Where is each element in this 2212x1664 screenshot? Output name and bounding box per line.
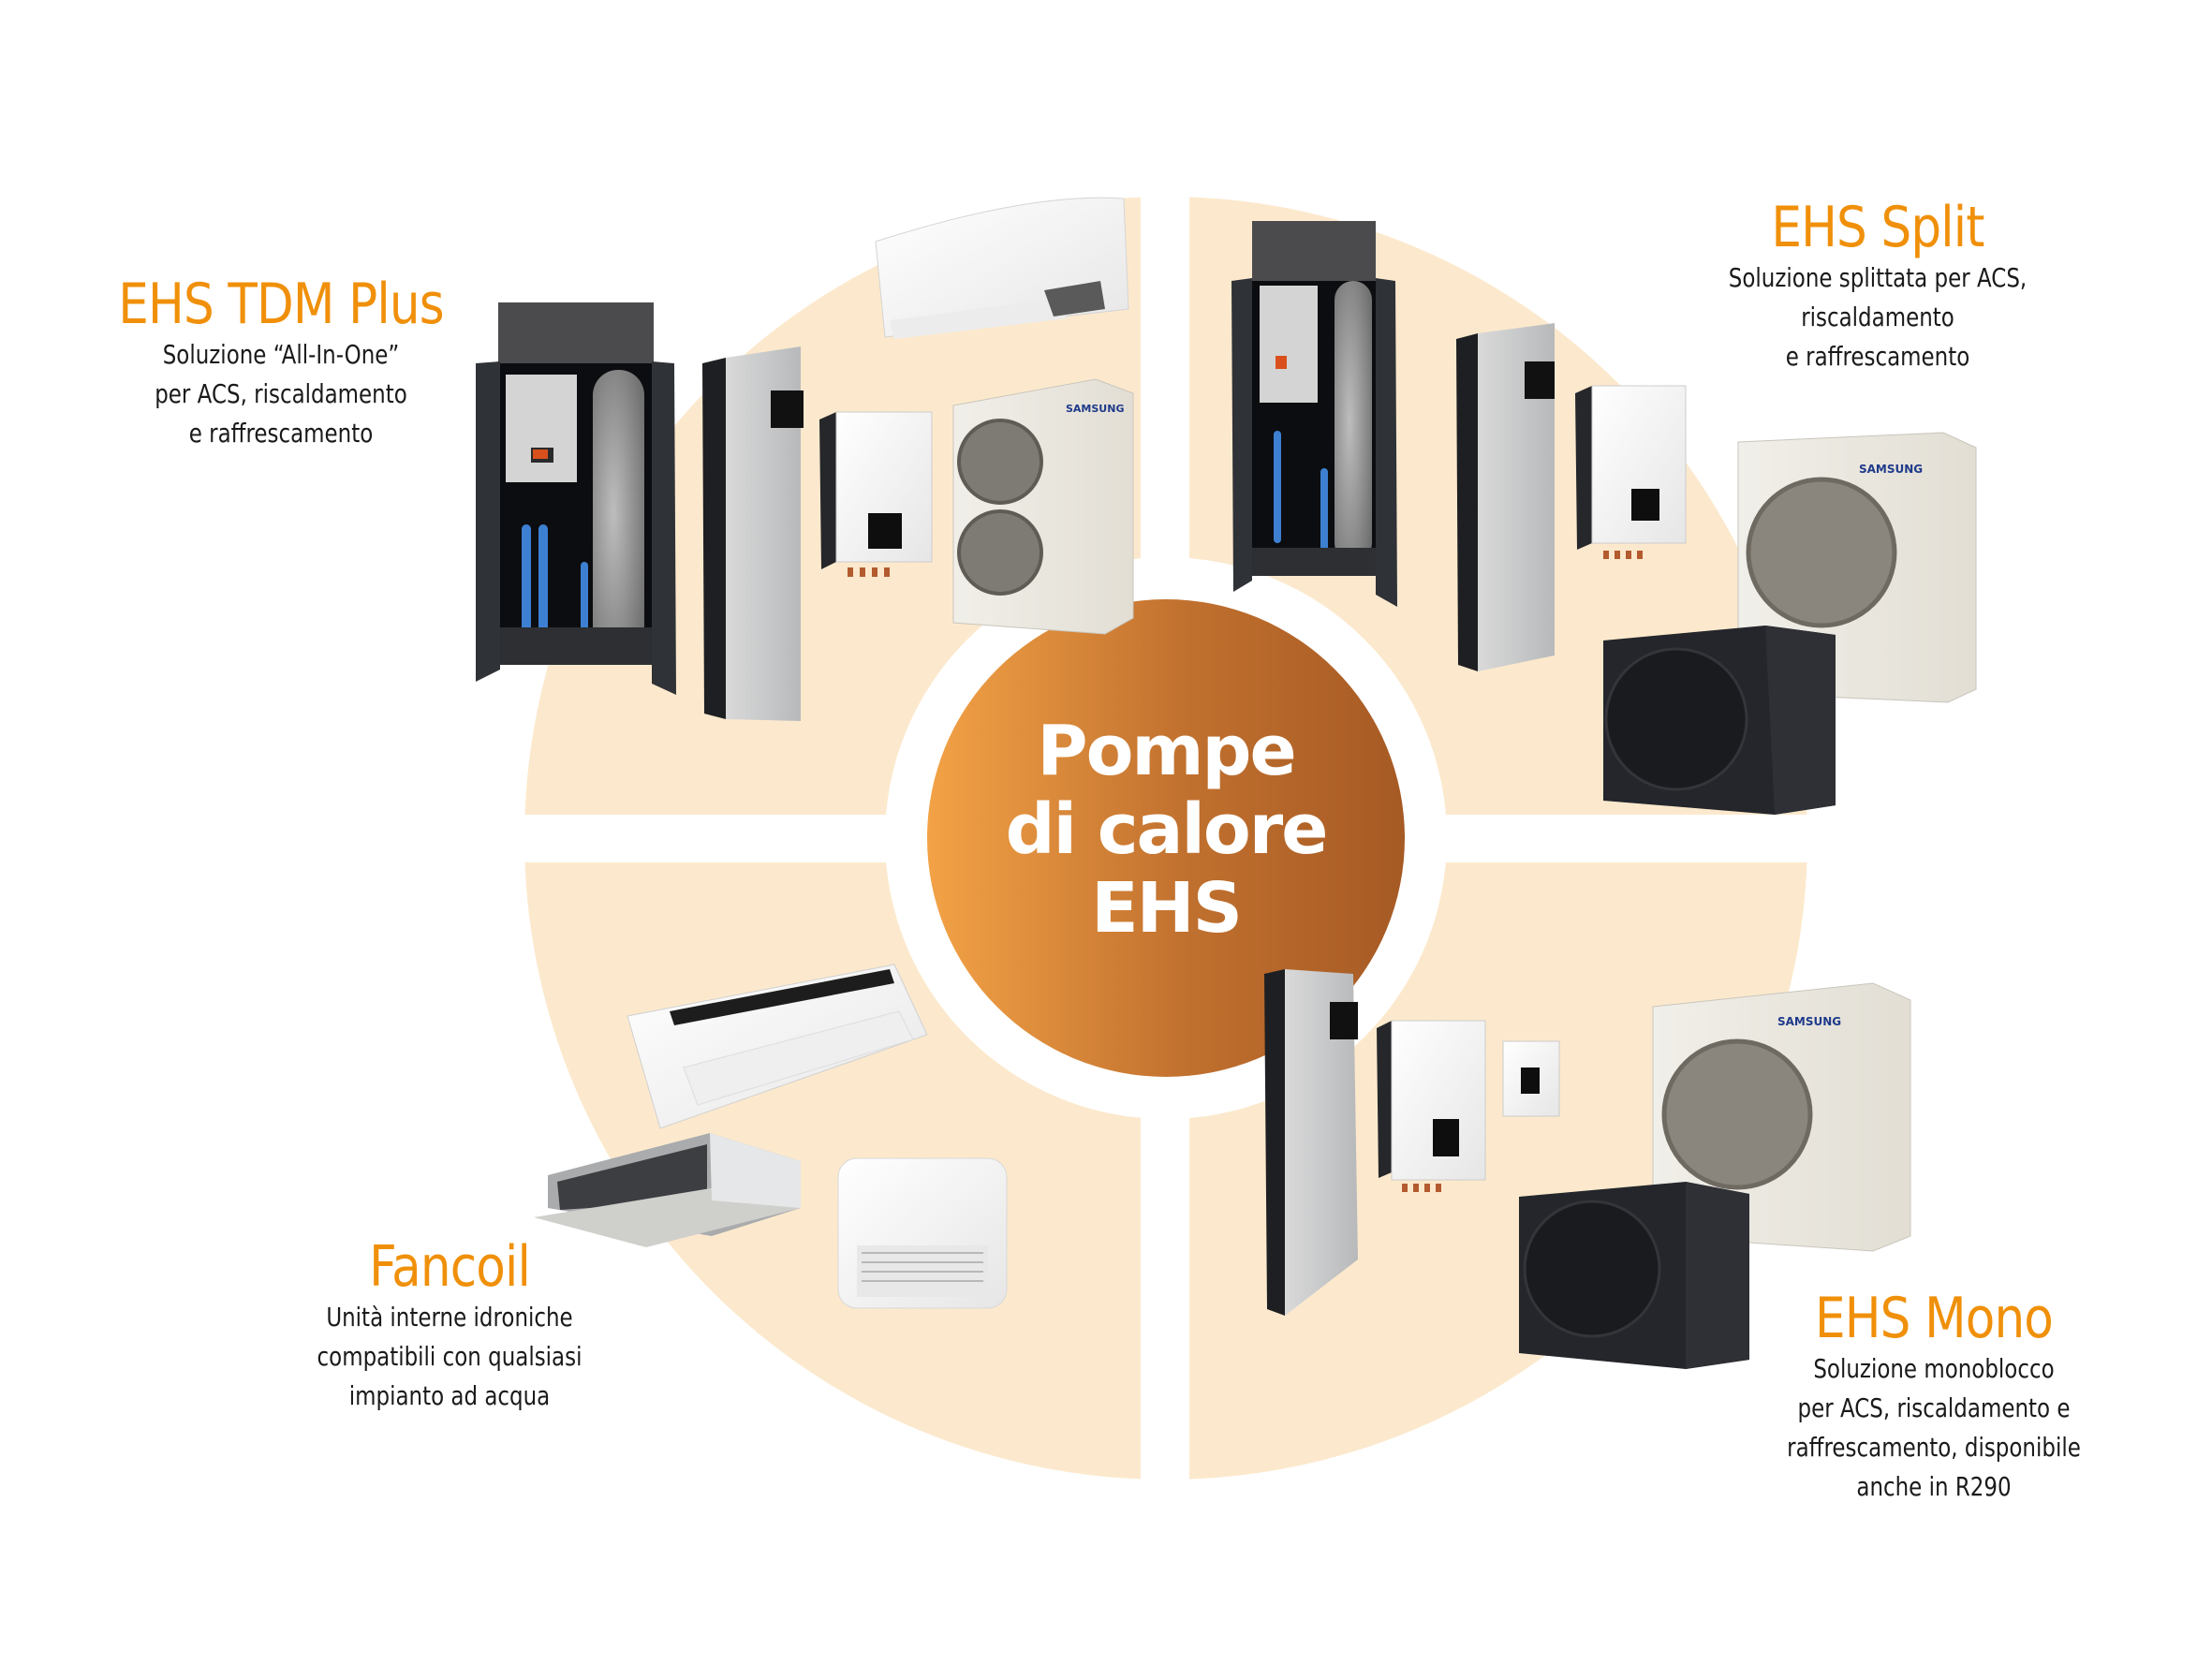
samsung-logo: SAMSUNG: [1777, 1015, 1841, 1028]
wall-mounted-air-conditioner: [875, 197, 1129, 339]
segment-label-ehs-mono: EHS Mono Soluzione monoblocco per ACS, r…: [1728, 1288, 2140, 1507]
monobloc-outdoor-unit-black: [1603, 626, 1836, 815]
floor-console-fancoil: [837, 1157, 1008, 1309]
hub-title: Pompe di calore EHS: [922, 712, 1409, 948]
segment-label-fancoil: Fancoil Unità interne idroniche compatib…: [253, 1236, 646, 1416]
outdoor-unit-double-fan: SAMSUNG: [952, 378, 1134, 635]
controller-box: [1502, 1040, 1560, 1117]
hub-title-line-3: EHS: [1091, 868, 1243, 949]
segment-title: EHS Split: [1771, 195, 1984, 260]
water-tank-tower: [1456, 323, 1555, 671]
water-tank-tower: [1264, 969, 1358, 1316]
segment-description-line: anche in R290: [1856, 1471, 2012, 1502]
hydro-unit: [1575, 385, 1687, 559]
segment-description-line: per ACS, riscaldamento e: [1797, 1392, 2071, 1423]
segment-description-line: per ACS, riscaldamento: [155, 378, 407, 409]
segment-description-line: compatibili con qualsiasi: [317, 1341, 582, 1372]
segment-description-line: riscaldamento: [1801, 302, 1954, 332]
water-tank-tower: [702, 346, 804, 721]
ceiling-cassette: [627, 964, 928, 1129]
samsung-logo: SAMSUNG: [1066, 403, 1124, 415]
segment-description-line: Unità interne idroniche: [326, 1302, 573, 1333]
segment-description-line: e raffrescamento: [188, 418, 374, 449]
segment-description-line: Soluzione monoblocco: [1813, 1353, 2055, 1384]
segment-title: EHS Mono: [1814, 1286, 2054, 1351]
ducted-fancoil: [534, 1133, 801, 1247]
samsung-logo: SAMSUNG: [1859, 463, 1923, 476]
segment-title: Fancoil: [369, 1234, 531, 1300]
segment-description-line: e raffrescamento: [1785, 341, 1970, 372]
hydro-unit: [1377, 1020, 1486, 1192]
segment-label-ehs-tdm-plus: EHS TDM Plus Soluzione “All-In-One” per …: [75, 273, 487, 453]
hydro-unit: [819, 411, 933, 577]
hub-title-line-2: di calore: [1005, 789, 1329, 870]
hub-disc: [927, 599, 1405, 1077]
segment-label-ehs-split: EHS Split Soluzione splittata per ACS, r…: [1681, 197, 2074, 376]
hub-title-line-1: Pompe: [1037, 711, 1296, 791]
outdoor-unit-single-fan: SAMSUNG: [1652, 982, 1911, 1252]
tdm-cabinet-with-tank: [476, 302, 676, 695]
segment-description-line: Soluzione “All-In-One”: [162, 339, 400, 370]
tdm-cabinet-with-tank: [1231, 221, 1397, 607]
segment-description-line: impianto ad acqua: [348, 1380, 551, 1411]
segment-description-line: Soluzione splittata per ACS,: [1728, 262, 2028, 293]
segment-description-line: raffrescamento, disponibile: [1787, 1432, 2081, 1463]
monobloc-outdoor-unit-black: [1519, 1182, 1749, 1369]
segment-title: EHS TDM Plus: [118, 272, 444, 337]
